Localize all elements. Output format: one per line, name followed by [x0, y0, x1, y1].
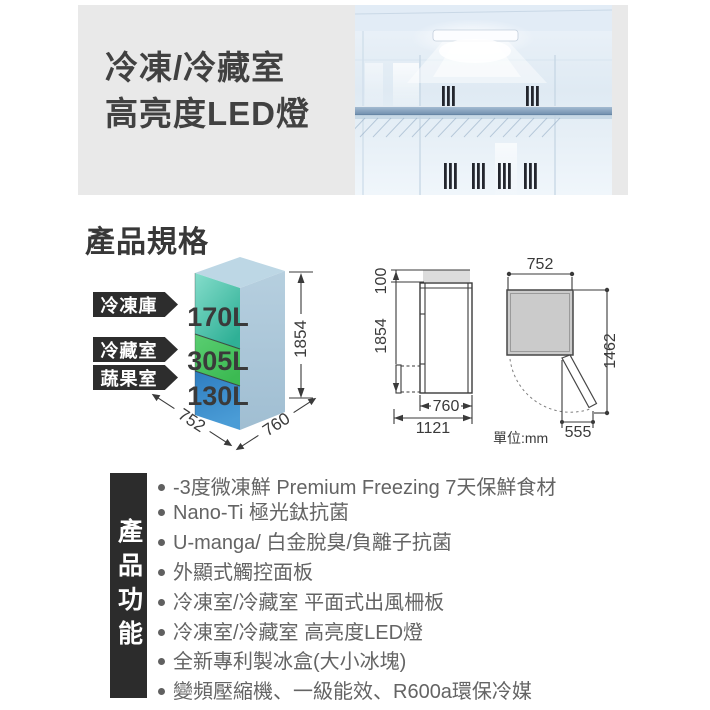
bullet-icon — [158, 599, 165, 606]
tag-veg: 蔬果室 — [93, 365, 178, 390]
feature-item: -3度微凍鮮 Premium Freezing 7天保鮮食材 — [158, 476, 556, 500]
svg-text:1854: 1854 — [291, 320, 310, 358]
feature-item: Nano-Ti 極光鈦抗菌 — [158, 501, 349, 525]
feature-text: 外顯式觸控面板 — [173, 562, 313, 584]
feature-text: 全新專利製冰盒(大小冰塊) — [173, 651, 407, 673]
bullet-icon — [158, 569, 165, 576]
feature-text: 冷凍室/冷藏室 平面式出風柵板 — [173, 592, 445, 614]
tag-fridge-label: 冷藏室 — [100, 340, 158, 361]
svg-text:752: 752 — [175, 405, 209, 436]
side-height: 1854 — [373, 318, 390, 354]
bullet-icon — [158, 688, 165, 695]
veg-capacity: 130L — [187, 381, 249, 411]
features-heading-bar: 產品功能 — [110, 473, 147, 698]
features-heading: 產品功能 — [114, 517, 143, 654]
fridge-3d-box: 170L 305L 130L — [187, 257, 285, 430]
tag-fridge: 冷藏室 — [93, 337, 178, 362]
tag-freezer: 冷凍庫 — [93, 292, 178, 317]
side-depth-door-open: 1121 — [416, 420, 451, 437]
feature-item: 外顯式觸控面板 — [158, 561, 313, 585]
bullet-icon — [158, 629, 165, 636]
svg-text:760: 760 — [259, 409, 293, 440]
feature-text: -3度微凍鮮 Premium Freezing 7天保鮮食材 — [173, 477, 557, 499]
feature-item: 變頻壓縮機、一級能效、R600a環保冷媒 — [158, 680, 532, 704]
feature-item: 冷凍室/冷藏室 平面式出風柵板 — [158, 591, 444, 615]
bullet-icon — [158, 484, 165, 491]
led-light — [407, 19, 547, 83]
fridge-interior-photo — [355, 5, 612, 195]
vent-grille-lower — [444, 163, 537, 189]
box-depth-dimension: 760 — [235, 397, 317, 451]
top-swing-depth: 1462 — [602, 333, 619, 369]
feature-text: 變頻壓縮機、一級能效、R600a環保冷媒 — [173, 681, 532, 703]
box-width-dimension: 752 — [151, 393, 233, 447]
side-depth: 760 — [433, 398, 460, 415]
tag-freezer-label: 冷凍庫 — [100, 295, 158, 316]
feature-text: Nano-Ti 極光鈦抗菌 — [173, 502, 349, 524]
glass-shelf — [355, 106, 612, 138]
tag-veg-label: 蔬果室 — [100, 368, 158, 389]
banner-title-line2: 高亮度LED燈 — [105, 95, 310, 132]
top-width: 752 — [527, 256, 554, 273]
top-door-projection: 555 — [565, 424, 592, 441]
led-feature-banner: 冷凍/冷藏室 高亮度LED燈 — [78, 5, 628, 195]
unit-label: 單位:mm — [493, 430, 548, 446]
freezer-capacity: 170L — [187, 302, 249, 332]
feature-item: U-manga/ 白金脫臭/負離子抗菌 — [158, 531, 452, 555]
bullet-icon — [158, 658, 165, 665]
bullet-icon — [158, 539, 165, 546]
side-top-clearance: 100 — [373, 268, 390, 295]
feature-item: 全新專利製冰盒(大小冰塊) — [158, 650, 406, 674]
bullet-icon — [158, 509, 165, 516]
feature-text: U-manga/ 白金脫臭/負離子抗菌 — [173, 532, 452, 554]
banner-title: 冷凍/冷藏室 高亮度LED燈 — [105, 45, 310, 137]
side-view-drawing: 100 1854 760 1121 — [373, 268, 473, 437]
top-view-drawing: 752 1462 555 — [506, 256, 619, 441]
feature-item: 冷凍室/冷藏室 高亮度LED燈 — [158, 621, 423, 645]
spec-section-heading: 產品規格 — [85, 226, 209, 259]
box-height-dimension: 1854 — [289, 271, 313, 399]
banner-title-line1: 冷凍/冷藏室 — [105, 49, 286, 86]
feature-text: 冷凍室/冷藏室 高亮度LED燈 — [173, 622, 424, 644]
fridge-capacity: 305L — [187, 346, 249, 376]
